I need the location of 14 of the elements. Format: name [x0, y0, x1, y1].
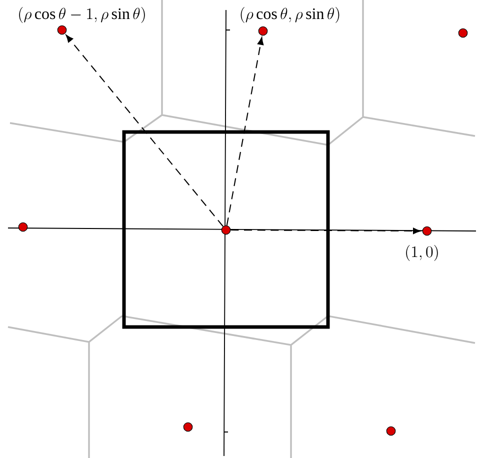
lattice-point [57, 25, 67, 35]
lattice-point [422, 226, 432, 236]
lattice-point [18, 222, 28, 232]
lattice-point [458, 28, 468, 38]
lattice-point [386, 426, 396, 436]
lattice-point [183, 422, 193, 432]
arrow [66, 34, 224, 227]
lattice-point [258, 26, 268, 36]
arrow [226, 37, 264, 226]
lattice-point [221, 225, 231, 235]
point-label: $(\rho\cos\theta, \rho\sin\theta)$ [240, 7, 340, 24]
point-label: $(1, 0)$ [406, 245, 438, 261]
arrow [230, 228, 421, 234]
point-label: $(\rho\cos\theta - 1, \rho\sin\theta)$ [19, 7, 145, 24]
